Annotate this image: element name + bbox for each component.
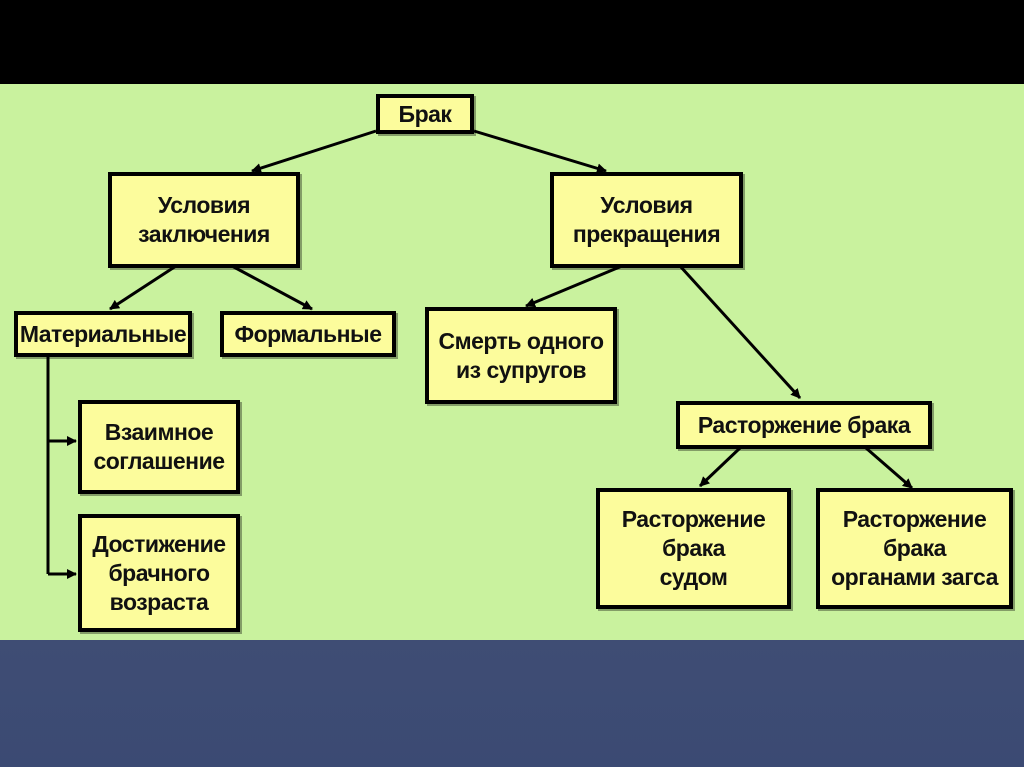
bottom-band bbox=[0, 640, 1024, 767]
node-divorce-court: Расторжение брака судом bbox=[596, 488, 791, 609]
top-black-bar bbox=[0, 0, 1024, 84]
node-conditions-conclusion: Условия заключения bbox=[108, 172, 300, 268]
node-formal: Формальные bbox=[220, 311, 396, 357]
node-conditions-termination: Условия прекращения bbox=[550, 172, 743, 268]
node-divorce: Расторжение брака bbox=[676, 401, 932, 449]
node-material: Материальные bbox=[14, 311, 192, 357]
node-marriage-age: Достижение брачного возраста bbox=[78, 514, 240, 632]
node-divorce-registry: Расторжение брака органами загса bbox=[816, 488, 1013, 609]
arrow-root-to-termination bbox=[473, 129, 607, 174]
arrow-divorce-to-registry bbox=[865, 446, 913, 490]
node-mutual-agreement: Взаимное соглашение bbox=[78, 400, 240, 494]
node-death-of-spouse: Смерть одного из супругов bbox=[425, 307, 617, 404]
arrow-root-to-conclusion bbox=[251, 129, 377, 173]
arrow-conclusion-to-material bbox=[109, 264, 177, 311]
node-marriage: Брак bbox=[376, 94, 474, 134]
arrow-termination-to-death bbox=[525, 264, 623, 308]
arrow-termination-to-divorce bbox=[678, 264, 802, 400]
arrow-conclusion-to-formal bbox=[231, 264, 313, 311]
arrow-divorce-to-court bbox=[698, 446, 742, 488]
